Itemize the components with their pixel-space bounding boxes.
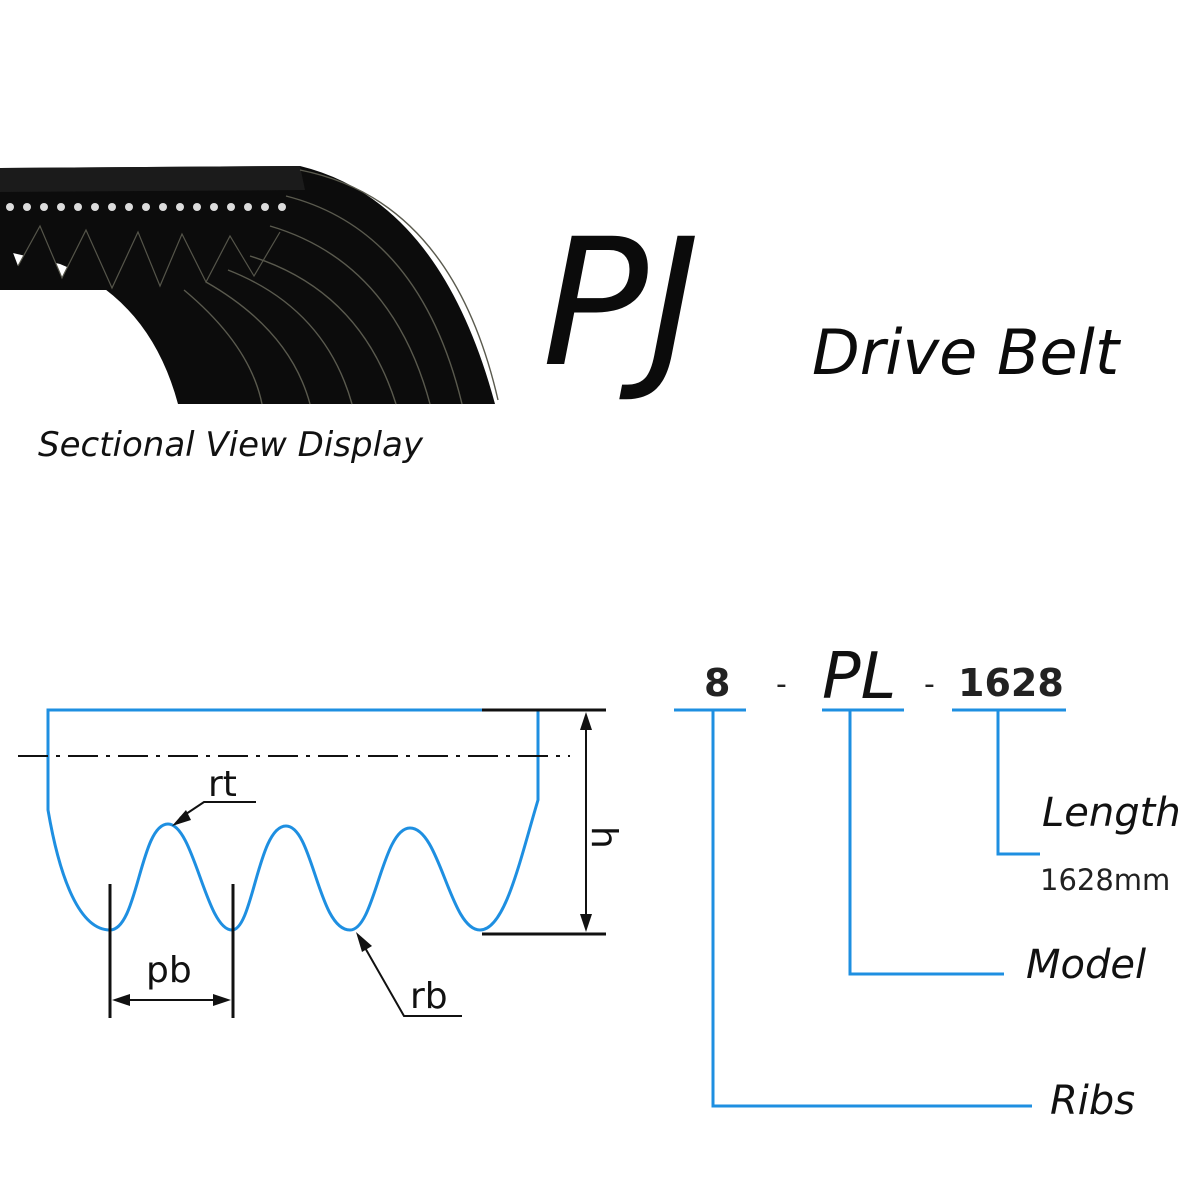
belt-ribs	[0, 218, 300, 290]
cord-dot	[159, 203, 167, 211]
label-rb: rb	[410, 976, 448, 1017]
belt-rib-lines	[183, 169, 499, 405]
cord-dot	[57, 203, 65, 211]
belt-illustration	[0, 166, 499, 405]
rb-leader	[363, 945, 462, 1017]
model-leader	[848, 710, 1004, 976]
model-label: Model	[1026, 942, 1146, 988]
cord-dot	[74, 203, 82, 211]
rb-arrow	[356, 932, 372, 952]
profile-outline	[46, 708, 540, 932]
code-length-value: 1628	[958, 661, 1064, 705]
belt-tooth-outline	[17, 224, 281, 290]
cord-dot	[40, 203, 48, 211]
cord-dot	[142, 203, 150, 211]
cord-dot	[6, 203, 14, 211]
code-separator-2: -	[924, 667, 935, 702]
length-leader	[996, 710, 1040, 856]
cord-dot	[23, 203, 31, 211]
cord-dot	[193, 203, 201, 211]
cord-dot	[278, 203, 286, 211]
h-arrow-bottom	[580, 914, 592, 932]
cord-dot	[261, 203, 269, 211]
h-arrow-top	[580, 712, 592, 730]
label-rt: rt	[208, 764, 237, 805]
cord-dot	[91, 203, 99, 211]
length-label: Length	[1042, 790, 1181, 836]
label-pb: pb	[146, 950, 192, 991]
pb-arrow-left	[112, 994, 130, 1006]
cord-dot	[176, 203, 184, 211]
pb-arrow-right	[213, 994, 231, 1006]
belt-cord-dots	[6, 203, 286, 211]
rt-arrow	[172, 810, 191, 826]
length-detail: 1628mm	[1040, 863, 1170, 897]
code-model-value: PL	[822, 640, 896, 714]
cord-dot	[227, 203, 235, 211]
rt-leader	[179, 801, 256, 819]
code-separator-1: -	[776, 667, 787, 702]
belt-top-face	[0, 166, 305, 192]
label-h: h	[583, 826, 624, 849]
title-pj: PJ	[542, 201, 700, 406]
sectional-view-caption: Sectional View Display	[38, 425, 424, 465]
cord-dot	[210, 203, 218, 211]
ribs-label: Ribs	[1050, 1078, 1135, 1124]
rib-profile-diagram: h rt pb rb	[18, 708, 624, 1018]
ribs-leader	[711, 710, 1032, 1108]
cord-dot	[125, 203, 133, 211]
code-ribs-value: 8	[704, 661, 730, 705]
cord-dot	[108, 203, 116, 211]
cord-dot	[244, 203, 252, 211]
part-code-breakdown: 8 - PL - 1628 Length 1628mm Model Ribs	[674, 640, 1181, 1124]
title-drive-belt: Drive Belt	[812, 316, 1122, 389]
